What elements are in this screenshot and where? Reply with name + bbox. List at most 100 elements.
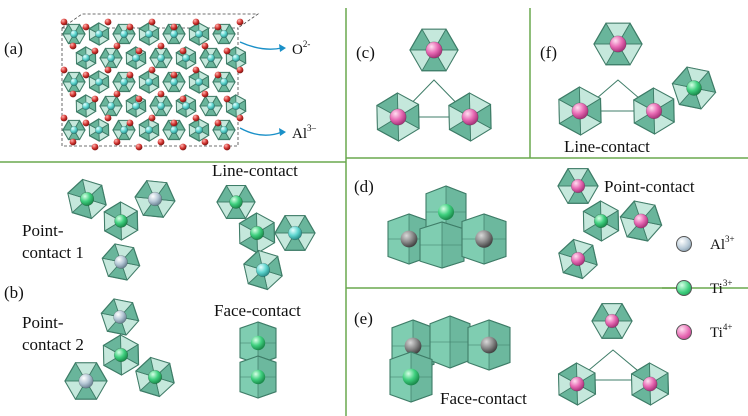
point-contact-2-label-line2: contact 2 [22,335,84,354]
trimer-c [376,28,492,142]
oxygen-atom-3 [126,23,134,31]
lattice-octahedron-22 [99,95,123,117]
prism-bf-top [239,321,277,365]
oxygen-atom-29 [135,95,143,103]
face-contact-label-e: Face-contact [440,389,527,408]
lattice-octahedron-24 [149,95,173,117]
octahedron-bl-top [216,184,256,220]
oxygen-atom-31 [179,95,187,103]
octahedron-b1-center [103,201,139,241]
oxygen-atom-17 [60,66,68,74]
oxygen-atom-12 [135,47,143,55]
oxygen-atom-1 [82,23,90,31]
oxygen-atom-4 [148,18,156,26]
octahedron-f-center-right [633,87,675,135]
annotation-arrows [239,41,283,136]
oxygen-atom-23 [192,66,200,74]
octahedron-d-top [557,167,599,205]
point-contact-1-label-line2: contact 1 [22,243,84,262]
oxygen-atom-42 [236,114,244,122]
octahedron-bl-right [274,214,316,252]
lattice-octahedron-13 [225,46,247,70]
oxygen-atom-30 [157,90,165,98]
lattice-octahedron-5 [188,22,210,46]
oxygen-atom-24 [214,71,222,79]
oxygen-atom-43 [69,138,77,146]
oxygen-atom-11 [113,42,121,50]
lattice-octahedron-29 [88,118,110,142]
prism-e-right [467,319,511,371]
lattice-octahedron-27 [225,94,247,118]
lattice-octahedron-28 [62,119,86,141]
octahedron-e-left [557,362,597,406]
oxygen-atom-25 [236,66,244,74]
prism-bf-bottom [239,355,277,399]
octahedron-c-right [448,92,492,142]
oxygen-atom-6 [192,18,200,26]
oxygen-atom-36 [104,114,112,122]
oxygen-atom-19 [104,66,112,74]
octahedron-b2-left [64,362,108,400]
octahedron-b2-top [100,298,140,336]
octahedron-c-top [409,28,459,72]
legend-ti3-label: Ti3+ [710,278,733,297]
octahedron-b2-right [135,356,175,398]
oxygen-atom-0 [60,18,68,26]
oxygen-atom-7 [214,23,222,31]
lattice-octahedron-12 [199,47,223,69]
lattice-octahedron-0 [62,23,86,45]
lattice-octahedron-15 [88,70,110,94]
legend-ti4-swatch [676,324,692,340]
line-contact-label-f: Line-contact [564,137,650,156]
oxygen-atom-20 [126,71,134,79]
panel-label-b: (b) [4,283,24,302]
octahedron-d-right [619,200,663,242]
oxygen-atom-32 [201,90,209,98]
lattice-octahedron-19 [188,70,210,94]
face-sharing-d [387,185,507,269]
panel-dividers [0,8,748,416]
octahedron-b1-top-right [134,179,176,219]
oxygen-atom-13 [157,42,165,50]
octahedron-b2-center [102,334,140,376]
legend-al3-swatch [676,236,692,252]
oxygen-atom-38 [148,114,156,122]
oxygen-atom-50 [223,143,231,151]
panel-label-a: (a) [4,39,23,58]
aluminum-label: Al3– [292,123,316,142]
oxygen-atom-5 [170,23,178,31]
oxygen-atom-47 [157,138,165,146]
lattice-octahedron-3 [138,22,160,46]
octahedron-e-right [630,362,670,406]
oxygen-atom-28 [113,90,121,98]
face-contact-e [389,315,511,403]
lattice-octahedron-10 [149,47,173,69]
octahedron-bl-bottom [243,249,283,291]
point-contact-label-d: Point-contact [604,177,695,196]
oxygen-atom-46 [135,143,143,151]
lattice-octahedron-20 [212,71,236,93]
lattice-octahedron-31 [138,118,160,142]
lattice-octahedron-33 [188,118,210,142]
oxygen-atom-14 [179,47,187,55]
oxygen-atom-45 [113,138,121,146]
lattice-octahedron-1 [88,22,110,46]
prism-e-bottom [389,351,433,403]
oxygen-atom-8 [236,18,244,26]
lattice-octahedron-8 [99,47,123,69]
oxygen-label: O2- [292,39,311,58]
octahedron-b1-bottom [101,243,141,281]
lattice-octahedron-14 [62,71,86,93]
tetramer-f [558,22,717,136]
oxygen-atom-26 [69,90,77,98]
oxygen-atom-10 [91,47,99,55]
panel-label-d: (d) [354,177,374,196]
panel-label-f: (f) [540,43,557,62]
oxygen-atom-44 [91,143,99,151]
oxygen-atom-34 [60,114,68,122]
legend-ti4-label: Ti4+ [710,322,733,341]
oxygen-atom-48 [179,143,187,151]
legend-ti3-swatch [676,280,692,296]
prism-d-right [461,213,507,265]
